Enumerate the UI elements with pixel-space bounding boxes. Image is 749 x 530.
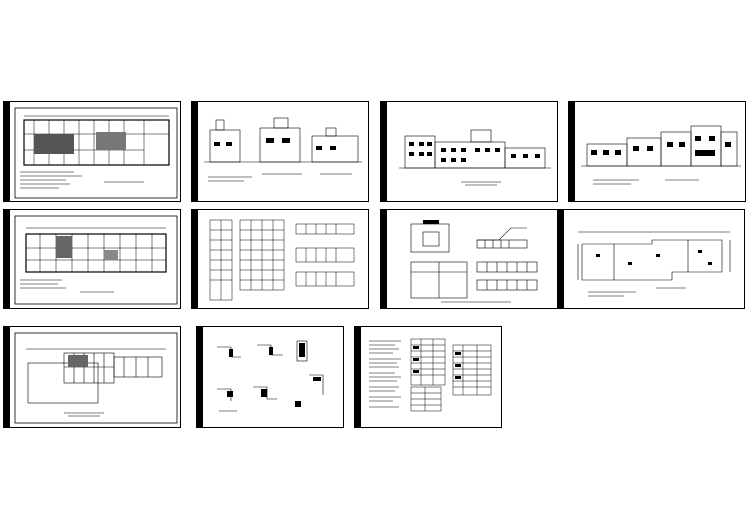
sheet-title-strip	[558, 210, 564, 308]
sheet-title-strip	[197, 327, 203, 427]
drawing-sheet-1[interactable]	[3, 101, 181, 202]
sheet-title-strip	[355, 327, 361, 427]
drawing-sheet-11[interactable]	[354, 326, 502, 428]
sheet-title-strip	[381, 102, 387, 201]
drawing-sheet-5[interactable]	[3, 209, 181, 309]
elevation-drawing	[581, 125, 741, 185]
drawing-sheet-10[interactable]	[196, 326, 344, 428]
drawing-sheet-8[interactable]	[557, 209, 745, 309]
roof-plan-drawing	[577, 231, 731, 297]
drawing-sheet-2[interactable]	[191, 101, 369, 202]
window-detail-drawing	[209, 219, 355, 301]
sheet-title-strip	[4, 102, 10, 201]
sheet-title-strip	[569, 102, 575, 201]
floor-plan-drawing	[14, 332, 178, 424]
drawing-sheet-6[interactable]	[191, 209, 369, 309]
section-detail-drawing	[410, 220, 538, 303]
elevation-drawing	[399, 129, 551, 186]
node-detail-drawing	[217, 340, 324, 412]
sheet-title-strip	[381, 210, 387, 308]
floor-plan-drawing	[14, 215, 178, 305]
notes-schedule-drawing	[369, 338, 492, 412]
floor-plan-drawing	[14, 107, 178, 199]
drawing-sheet-9[interactable]	[3, 326, 181, 428]
sheet-title-strip	[4, 327, 10, 427]
drawing-sheet-7[interactable]	[380, 209, 558, 309]
elevation-drawing	[204, 117, 362, 182]
sheet-title-strip	[192, 210, 198, 308]
sheet-title-strip	[4, 210, 10, 308]
drawing-sheet-4[interactable]	[568, 101, 746, 202]
sheet-title-strip	[192, 102, 198, 201]
drawing-sheet-3[interactable]	[380, 101, 558, 202]
